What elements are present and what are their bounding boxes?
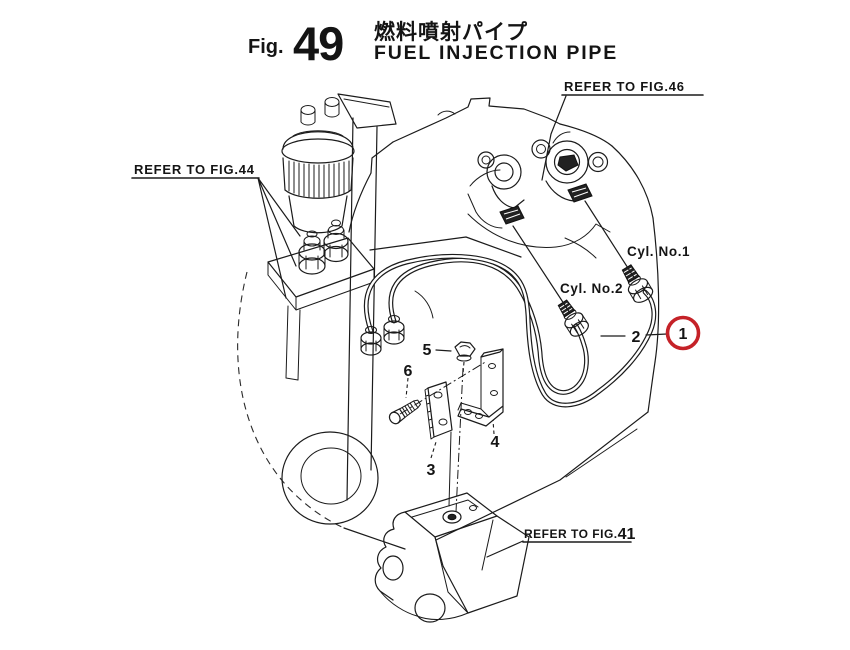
pipe-union-cyl2 bbox=[557, 299, 589, 337]
pipe-nut-pump-left bbox=[360, 326, 382, 356]
part-1-highlight-circle bbox=[665, 315, 701, 351]
fuel-filter-assembly bbox=[281, 97, 355, 234]
pipe-cyl2 bbox=[388, 257, 589, 395]
pipe-nut-pump-right bbox=[383, 315, 405, 345]
cyl1-leader bbox=[584, 200, 636, 280]
pipe-cyl1 bbox=[363, 253, 657, 408]
callout-2: 2 bbox=[632, 329, 641, 346]
bolt-part5 bbox=[454, 341, 476, 375]
injection-pipes bbox=[360, 253, 657, 408]
axis-line-5-to-mount bbox=[455, 367, 464, 513]
callout2-leaders bbox=[600, 333, 668, 337]
injection-pump-fittings bbox=[267, 219, 375, 311]
engine-mount-bracket bbox=[374, 492, 530, 623]
callout-3: 3 bbox=[427, 462, 436, 479]
refer-fig46-label: REFER TO FIG.46 bbox=[564, 79, 685, 94]
axis-line-6-to-4 bbox=[399, 360, 488, 415]
callout3-leader bbox=[430, 441, 437, 459]
injector-cyl1 bbox=[531, 131, 609, 203]
fig44-leaders bbox=[257, 177, 301, 299]
leader-lines bbox=[131, 94, 704, 558]
cyl-no1-label: Cyl. No.1 bbox=[627, 244, 690, 259]
cyl-no2-label: Cyl. No.2 bbox=[560, 281, 623, 296]
fuel-injectors bbox=[467, 131, 611, 248]
callout-4: 4 bbox=[491, 434, 500, 451]
cyl2-leader bbox=[512, 225, 571, 314]
callout4-leader bbox=[492, 419, 495, 435]
refer-fig44-label: REFER TO FIG.44 bbox=[134, 162, 255, 177]
title-japanese: 燃料噴射パイプ bbox=[374, 20, 528, 44]
injector-cyl2 bbox=[467, 151, 525, 229]
fig46-leader bbox=[541, 95, 567, 181]
callout-5: 5 bbox=[423, 342, 432, 359]
labels: Fig. 49 燃料噴射パイプ FUEL INJECTION PIPE REFE… bbox=[134, 17, 690, 543]
fig41-leader bbox=[486, 540, 524, 558]
figure-label: Fig. bbox=[248, 36, 284, 58]
callout6-leader bbox=[405, 377, 409, 399]
engine-block bbox=[237, 93, 660, 550]
title-english: FUEL INJECTION PIPE bbox=[374, 42, 618, 64]
refer-fig41-label: REFER TO FIG.41 bbox=[524, 526, 636, 543]
callout5-leader bbox=[435, 349, 452, 352]
bracket-parts bbox=[388, 341, 504, 513]
figure-number: 49 bbox=[293, 17, 343, 70]
plate-part3 bbox=[424, 381, 453, 440]
callout-6: 6 bbox=[404, 363, 413, 380]
callout-1: 1 bbox=[679, 326, 688, 343]
